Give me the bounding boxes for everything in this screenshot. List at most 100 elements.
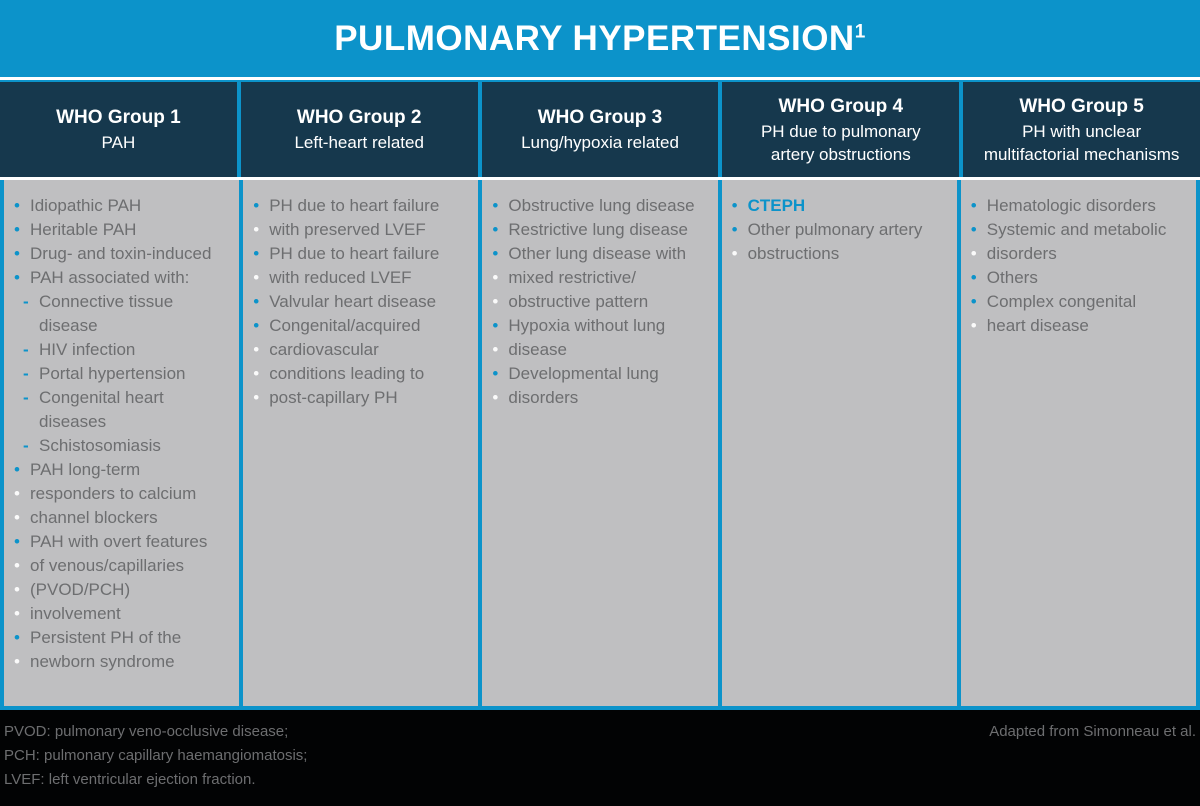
list-item: • Congenital/acquired xyxy=(253,314,476,338)
list-item-text: PAH long-term xyxy=(30,460,141,479)
list-item: • disorders xyxy=(971,242,1194,266)
list-item-text: PH due to heart failure xyxy=(269,244,440,263)
list-item: •(PVOD/PCH) xyxy=(14,578,237,602)
list-item-text: PAH associated with: xyxy=(30,268,190,287)
list-item: •PAH long-term xyxy=(14,458,237,482)
list-item: •Heritable PAH xyxy=(14,218,237,242)
list-item-text: Valvular heart disease xyxy=(269,292,437,311)
bullet-icon: • xyxy=(253,292,260,311)
bullet-icon: • xyxy=(492,340,499,359)
list-item: •PAH with overt features xyxy=(14,530,237,554)
abbreviation-line: LVEF: left ventricular ejection fraction… xyxy=(4,771,256,788)
list-item-text: Developmental lung xyxy=(508,364,659,383)
bullet-icon: • xyxy=(14,556,20,575)
list-item: • Hematologic disorders xyxy=(971,194,1194,218)
list-item-text: with reduced LVEF xyxy=(269,268,412,287)
bullet-icon: • xyxy=(14,532,20,551)
list-item-text: Complex congenital xyxy=(986,292,1137,311)
footer-bar: PVOD: pulmonary veno-occlusive disease; … xyxy=(0,710,1200,806)
bullet-icon: • xyxy=(970,220,977,239)
list-item-text: diseases xyxy=(39,412,107,431)
list-item: -Schistosomiasis xyxy=(14,434,237,458)
list-item-text: disorders xyxy=(986,244,1057,263)
list-item: -Portal hypertension xyxy=(14,362,237,386)
dash-icon: - xyxy=(23,292,29,311)
group-subtitle: Left-heart related xyxy=(294,133,424,152)
list-item-text: channel blockers xyxy=(30,508,158,527)
list-item: • Systemic and metabolic xyxy=(971,218,1194,242)
abbreviation-line: PVOD: pulmonary veno-occlusive disease; xyxy=(4,723,289,740)
group-name: WHO Group 5 xyxy=(1019,95,1144,117)
list-item: •with preserved LVEF xyxy=(253,218,476,242)
list-item-text: Portal hypertension xyxy=(39,364,186,383)
list-item-text: obstructive pattern xyxy=(508,292,649,311)
list-item-text: cardiovascular xyxy=(269,340,379,359)
bullet-icon: • xyxy=(253,220,260,239)
dash-icon: - xyxy=(23,388,29,407)
list-item: -Connective tissue xyxy=(14,290,237,314)
bullet-icon: • xyxy=(253,388,260,407)
list-item: •Developmental lung xyxy=(492,362,715,386)
list-item-text: Hypoxia without lung xyxy=(508,316,666,335)
group-body-4: •CTEPH•Other pulmonary artery•obstructio… xyxy=(721,180,957,706)
bullet-icon: • xyxy=(970,316,977,335)
bullet-icon: • xyxy=(492,220,499,239)
list-item: •conditions leading to xyxy=(253,362,476,386)
title-superscript: 1 xyxy=(854,20,866,42)
list-item-text: Congenital/acquired xyxy=(269,316,421,335)
list-item-text: HIV infection xyxy=(39,340,136,359)
list-item-text: involvement xyxy=(30,604,121,623)
list-item: • PAH associated with: xyxy=(14,266,237,290)
bullet-icon: • xyxy=(731,196,738,215)
list-item-text: Other lung disease with xyxy=(508,244,687,263)
dash-icon: - xyxy=(23,436,29,455)
bullet-icon: • xyxy=(492,268,499,287)
bullet-icon: • xyxy=(253,268,260,287)
list-item-text: Persistent PH of the xyxy=(30,628,182,647)
group-header-2: WHO Group 2 Left-heart related xyxy=(240,82,478,177)
group-body-2: •PH due to heart failure•with preserved … xyxy=(243,180,479,706)
bullet-icon: • xyxy=(14,268,20,287)
list-item-text: Hematologic disorders xyxy=(986,196,1156,215)
list-item: •Others xyxy=(971,266,1194,290)
bullet-icon: • xyxy=(253,316,260,335)
bullet-icon: • xyxy=(14,244,20,263)
bullet-icon: • xyxy=(970,292,977,311)
list-item: -Congenital heart xyxy=(14,386,237,410)
bullet-icon: • xyxy=(731,244,738,263)
list-item: •disorders xyxy=(492,386,715,410)
list-item: •post-capillary PH xyxy=(253,386,476,410)
list-item: •Hypoxia without lung xyxy=(492,314,715,338)
attribution-text: Adapted from Simonneau et al. xyxy=(989,723,1196,740)
list-item-text: newborn syndrome xyxy=(30,652,175,671)
list-item-text: Systemic and metabolic xyxy=(986,220,1167,239)
bullet-icon: • xyxy=(970,244,977,263)
abbreviation-line: PCH: pulmonary capillary haemangiomatosi… xyxy=(4,747,308,764)
group-name: WHO Group 2 xyxy=(296,107,422,128)
list-item: •obstructive pattern xyxy=(492,290,715,314)
group-subtitle: PH with unclear multifactorial mechanism… xyxy=(983,121,1180,164)
list-item-text: disorders xyxy=(508,388,579,407)
list-item-text: Others xyxy=(986,268,1038,287)
bullet-icon: • xyxy=(14,484,20,503)
list-item: •PH due to heart failure xyxy=(253,194,476,218)
bullet-icon: • xyxy=(14,508,20,527)
bullet-icon: • xyxy=(14,604,20,623)
bullet-icon: • xyxy=(970,196,977,215)
bullet-icon: • xyxy=(14,652,20,671)
bullet-icon: • xyxy=(253,244,260,263)
dash-icon: - xyxy=(23,364,29,383)
list-item: •cardiovascular xyxy=(253,338,476,362)
group-subtitle: PH due to pulmonary artery obstructions xyxy=(760,121,921,164)
list-item: •CTEPH xyxy=(732,194,955,218)
list-item: •disease xyxy=(492,338,715,362)
list-item: •Other lung disease with xyxy=(492,242,715,266)
list-item: -HIV infection xyxy=(14,338,237,362)
group-body-1: •Idiopathic PAH•Heritable PAH•Drug- and … xyxy=(4,180,240,706)
list-item: •Persistent PH of the xyxy=(14,626,237,650)
list-item: • involvement xyxy=(14,602,237,626)
list-item-text: (PVOD/PCH) xyxy=(30,580,131,599)
